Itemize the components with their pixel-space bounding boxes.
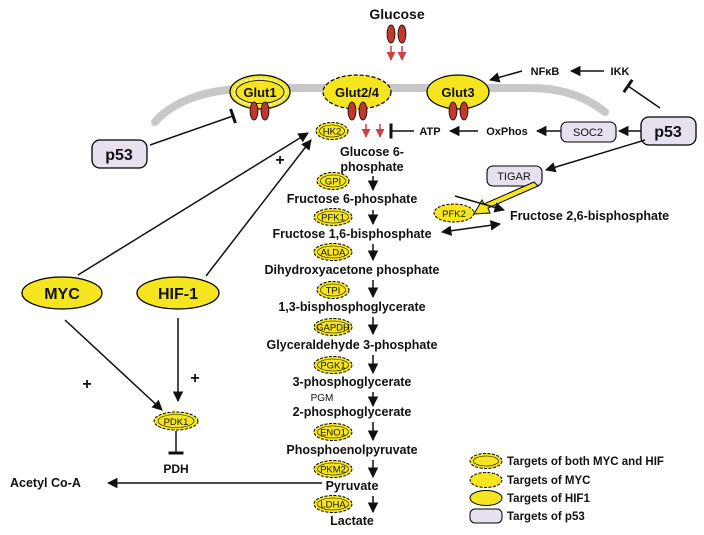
svg-text:PFK1: PFK1 [321, 213, 345, 224]
svg-text:ALDA: ALDA [321, 248, 346, 259]
metabolite-label: Pyruvate [326, 479, 379, 493]
glucose-channel [386, 24, 407, 44]
svg-text:PKM2: PKM2 [320, 465, 346, 476]
metabolite-label: Phosphoenolpyruvate [286, 443, 417, 457]
oxphos-label: OxPhos [486, 126, 528, 138]
nfkb-label: NFκB [531, 66, 560, 78]
soc2-box [560, 121, 617, 143]
metabolite-label: Fructose 1,6-bisphosphate [272, 227, 431, 241]
metabolite-label: 3-phosphoglycerate [293, 375, 412, 389]
glut1-transporter: Glut1 [229, 74, 291, 121]
enzyme-pfk1: PFK1 [313, 208, 353, 226]
p53-inhibits-ikk [622, 78, 661, 109]
metabolite-label: 2-phosphoglycerate [293, 405, 412, 419]
atp-label: ATP [419, 126, 440, 138]
p53-to-tigar-arrow [544, 139, 646, 173]
glut3-label: Glut3 [441, 85, 474, 100]
enzyme-eno1: ENO1 [313, 423, 353, 441]
legend-item: Targets of p53 [469, 508, 585, 524]
metabolite-label: Dihydroxyacetone phosphate [264, 263, 439, 277]
enzyme-gapdh: GAPDH [313, 318, 353, 336]
legend-item: Targets of both MYC and HIF [469, 453, 664, 469]
hif1-label: HIF-1 [158, 286, 198, 303]
soc2-label: SOC2 [573, 127, 603, 139]
tigar-label: TIGAR [497, 171, 531, 183]
enzyme-tpi: TPI [316, 281, 350, 299]
enzyme-hk2: HK2 [315, 122, 349, 140]
metabolite-label: phosphate [340, 160, 403, 174]
glut24-label: Glut2/4 [335, 85, 380, 100]
hif1-to-hk2-arrow [205, 139, 312, 277]
legend-item: Targets of MYC [469, 472, 591, 488]
svg-text:LDHA: LDHA [320, 500, 346, 511]
acetyl-coa-label: Acetyl Co-A [10, 476, 81, 490]
legend-label: Targets of HIF1 [507, 493, 590, 505]
pfk2-enzyme: PFK2 [433, 203, 475, 223]
glut1-label: Glut1 [243, 85, 276, 100]
plus-sign: + [190, 370, 199, 387]
pfk2-label: PFK2 [442, 209, 466, 220]
tigar-box [486, 165, 543, 187]
pdk1-label: PDK1 [164, 417, 189, 428]
glucose-label: Glucose [369, 6, 424, 22]
glut3-transporter: Glut3 [426, 74, 490, 121]
p53-right-label: p53 [654, 124, 682, 141]
hif1-node [136, 276, 220, 310]
metabolite-label: Glucose 6- [340, 145, 404, 159]
svg-text:HK2: HK2 [323, 127, 341, 138]
enzyme-alda: ALDA [313, 243, 353, 261]
enzyme-pgk1: PGK1 [313, 356, 353, 374]
enzyme-ldha: LDHA [313, 495, 353, 513]
plus-sign: + [82, 376, 91, 393]
svg-text:ENO1: ENO1 [320, 428, 346, 439]
legend: Targets of both MYC and HIF Targets of MY… [469, 453, 664, 524]
pgm-label: PGM [311, 393, 334, 404]
plus-sign: + [275, 152, 284, 169]
enzyme-gpi: GPI [316, 172, 350, 190]
metabolite-label: 1,3-bisphosphoglycerate [278, 300, 425, 314]
metabolite-label: Glyceraldehyde 3-phosphate [267, 338, 438, 352]
ikk-label: IKK [611, 66, 630, 78]
myc-to-hk2-arrow [77, 132, 309, 276]
f6p-to-f26bp-arrow [454, 195, 506, 213]
f26bp-f16bp-double-arrow [440, 220, 502, 236]
legend-label: Targets of both MYC and HIF [507, 456, 664, 468]
p53-left-box [91, 139, 148, 169]
f26bp-label: Fructose 2,6-bisphosphate [510, 209, 669, 223]
metabolite-label: Lactate [330, 514, 374, 528]
p53-inhibits-glut1 [149, 108, 237, 146]
legend-item: Targets of HIF1 [469, 490, 590, 506]
myc-node [21, 276, 103, 310]
svg-text:PGK1: PGK1 [320, 361, 345, 372]
myc-to-pdk1-arrow [64, 319, 163, 411]
pdk1-enzyme: PDK1 [153, 411, 199, 431]
legend-label: Targets of p53 [507, 511, 585, 523]
myc-label: MYC [44, 286, 80, 303]
svg-text:GPI: GPI [325, 177, 341, 188]
p53-left-label: p53 [105, 147, 133, 164]
enzyme-pkm2: PKM2 [313, 460, 353, 478]
svg-text:TPI: TPI [326, 286, 341, 297]
metabolite-label: Fructose 6-phosphate [287, 192, 418, 206]
pdh-label: PDH [163, 462, 188, 476]
glut24-transporter: Glut2/4 [322, 74, 392, 121]
legend-label: Targets of MYC [507, 475, 591, 487]
svg-text:GAPDH: GAPDH [316, 323, 350, 334]
nfkb-to-glut3-arrow [488, 70, 523, 83]
